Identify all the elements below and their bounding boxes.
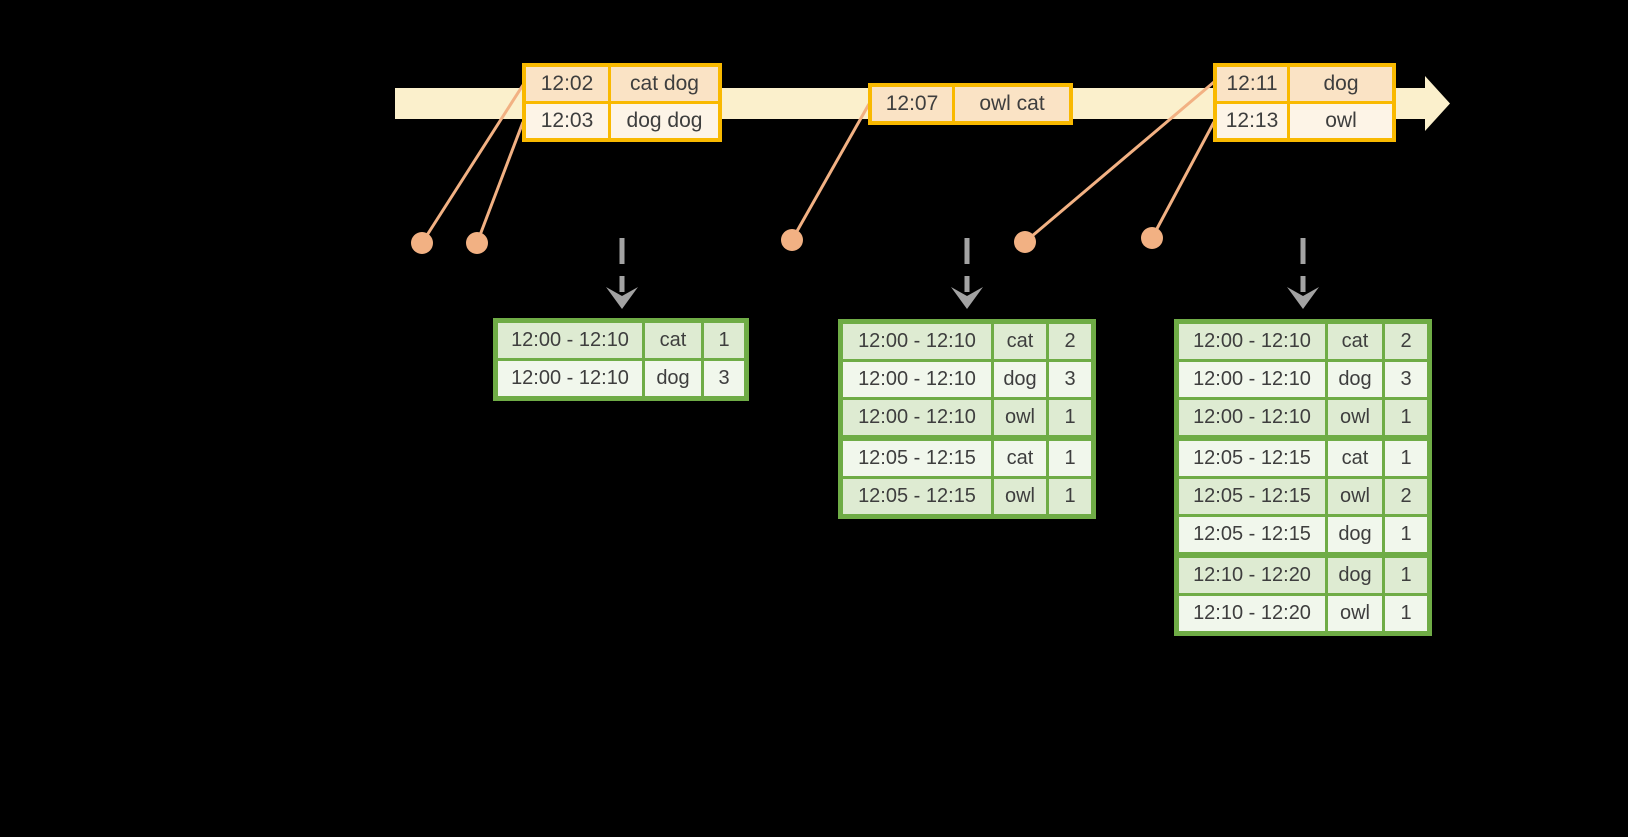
count-cell: 3 [1049,362,1091,397]
event-row: 12:02 cat dog [526,67,718,101]
result-table-1: 12:00 - 12:10 cat 1 12:00 - 12:10 dog 3 [493,318,749,401]
word-cell: dog [1328,362,1382,397]
word-cell: cat [994,324,1046,359]
event-words-cell: dog dog [611,104,718,138]
count-cell: 2 [1385,479,1427,514]
event-row: 12:03 dog dog [526,104,718,138]
connector-line [475,121,525,244]
window-cell: 12:10 - 12:20 [1179,596,1325,631]
window-cell: 12:00 - 12:10 [498,361,642,396]
window-cell: 12:05 - 12:15 [843,441,991,476]
count-cell: 1 [1049,479,1091,514]
result-row: 12:00 - 12:10 owl 1 [1179,400,1427,435]
event-words-cell: owl cat [955,87,1069,121]
connector-line [420,84,525,244]
timeline-arrowhead-icon [1425,76,1450,131]
word-cell: cat [1328,324,1382,359]
word-cell: cat [1328,441,1382,476]
result-row: 12:00 - 12:10 dog 3 [843,362,1091,397]
window-cell: 12:00 - 12:10 [1179,362,1325,397]
result-row: 12:05 - 12:15 owl 1 [843,479,1091,514]
event-table-2: 12:07 owl cat [868,83,1073,125]
count-cell: 1 [1049,400,1091,435]
result-row: 12:00 - 12:10 cat 1 [498,323,744,358]
event-time-cell: 12:13 [1217,104,1287,138]
event-marker-dot [466,232,488,254]
count-cell: 1 [704,323,744,358]
event-row: 12:13 owl [1217,104,1392,138]
result-table-2: 12:00 - 12:10 cat 2 12:00 - 12:10 dog 3 … [838,319,1096,519]
window-cell: 12:05 - 12:15 [843,479,991,514]
window-cell: 12:00 - 12:10 [1179,400,1325,435]
event-marker-dot [411,232,433,254]
trigger-arrow-icon [606,238,638,309]
connector-line [790,103,871,241]
window-cell: 12:00 - 12:10 [843,324,991,359]
word-cell: cat [645,323,701,358]
result-row: 12:05 - 12:15 owl 2 [1179,479,1427,514]
event-row: 12:11 dog [1217,67,1392,101]
result-row: 12:00 - 12:10 dog 3 [498,361,744,396]
word-cell: owl [1328,596,1382,631]
count-cell: 1 [1049,441,1091,476]
window-cell: 12:00 - 12:10 [843,400,991,435]
event-time-cell: 12:07 [872,87,952,121]
event-marker-dot [781,229,803,251]
word-cell: dog [1328,517,1382,552]
event-row: 12:07 owl cat [872,87,1069,121]
event-words-cell: cat dog [611,67,718,101]
event-time-cell: 12:02 [526,67,608,101]
count-cell: 1 [1385,441,1427,476]
word-cell: dog [994,362,1046,397]
count-cell: 2 [1385,324,1427,359]
trigger-arrow-icon [951,238,983,309]
count-cell: 2 [1049,324,1091,359]
count-cell: 1 [1385,558,1427,593]
window-cell: 12:05 - 12:15 [1179,441,1325,476]
window-cell: 12:00 - 12:10 [843,362,991,397]
window-cell: 12:00 - 12:10 [1179,324,1325,359]
word-cell: owl [994,400,1046,435]
word-cell: dog [1328,558,1382,593]
count-cell: 3 [704,361,744,396]
count-cell: 1 [1385,596,1427,631]
count-cell: 1 [1385,400,1427,435]
window-cell: 12:00 - 12:10 [498,323,642,358]
event-table-3: 12:11 dog 12:13 owl [1213,63,1396,142]
count-cell: 3 [1385,362,1427,397]
event-marker-dot [1141,227,1163,249]
event-table-1: 12:02 cat dog 12:03 dog dog [522,63,722,142]
event-marker-dot [1014,231,1036,253]
count-cell: 1 [1385,517,1427,552]
event-time-cell: 12:11 [1217,67,1287,101]
result-row: 12:00 - 12:10 owl 1 [843,400,1091,435]
trigger-arrow-icon [1287,238,1319,309]
word-cell: dog [645,361,701,396]
result-row: 12:00 - 12:10 cat 2 [1179,324,1427,359]
result-row: 12:10 - 12:20 owl 1 [1179,596,1427,631]
word-cell: owl [1328,400,1382,435]
window-cell: 12:05 - 12:15 [1179,517,1325,552]
result-row: 12:00 - 12:10 cat 2 [843,324,1091,359]
word-cell: owl [994,479,1046,514]
event-words-cell: dog [1290,67,1392,101]
connector-line [1150,121,1216,239]
result-table-3: 12:00 - 12:10 cat 2 12:00 - 12:10 dog 3 … [1174,319,1432,636]
result-row: 12:05 - 12:15 cat 1 [1179,441,1427,476]
window-cell: 12:10 - 12:20 [1179,558,1325,593]
result-row: 12:10 - 12:20 dog 1 [1179,558,1427,593]
word-cell: owl [1328,479,1382,514]
result-row: 12:05 - 12:15 dog 1 [1179,517,1427,552]
result-row: 12:00 - 12:10 dog 3 [1179,362,1427,397]
result-row: 12:05 - 12:15 cat 1 [843,441,1091,476]
event-time-cell: 12:03 [526,104,608,138]
connector-line [1024,80,1215,244]
window-cell: 12:05 - 12:15 [1179,479,1325,514]
event-words-cell: owl [1290,104,1392,138]
word-cell: cat [994,441,1046,476]
